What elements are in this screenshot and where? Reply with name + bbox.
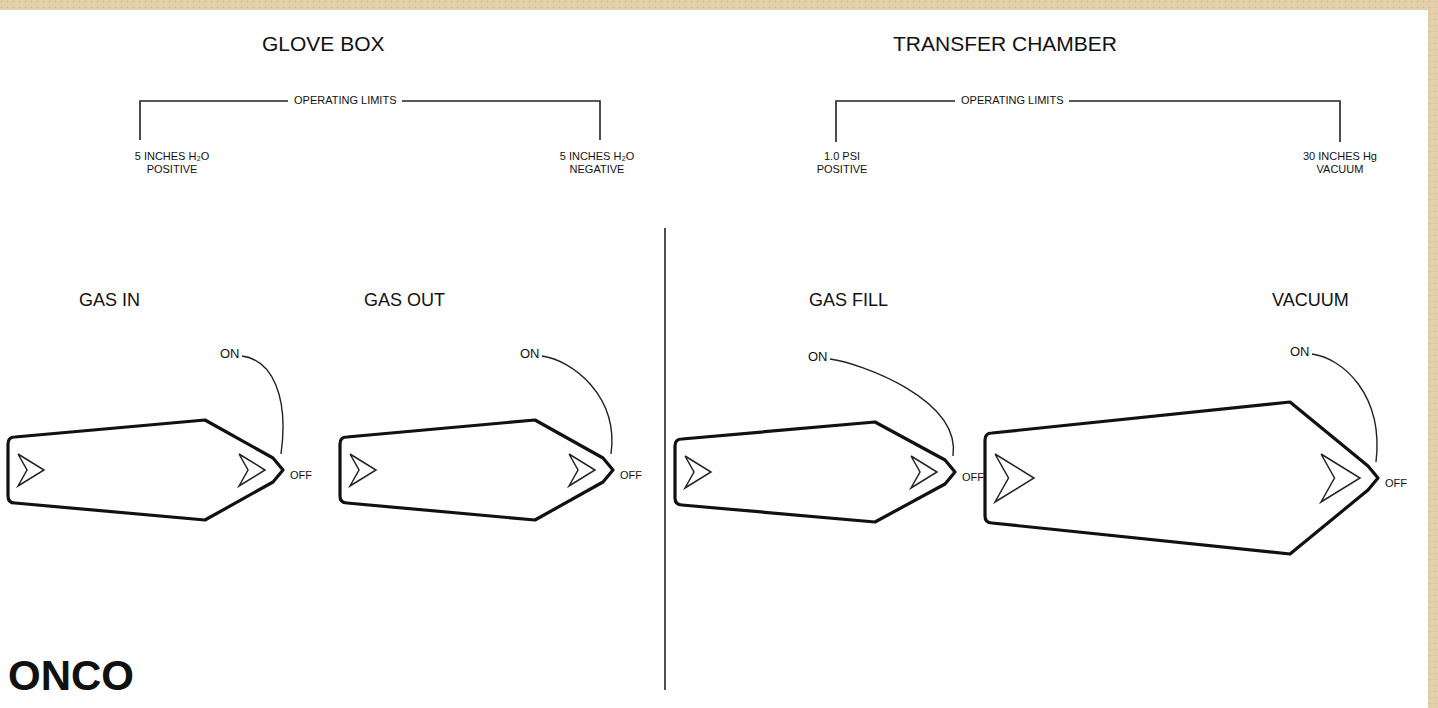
valve-handle xyxy=(675,422,955,522)
valve-handle xyxy=(985,402,1378,554)
section-title: TRANSFER CHAMBER xyxy=(893,32,1117,56)
chevron-mark xyxy=(350,454,376,486)
off-marker: OFF xyxy=(962,471,984,484)
limit-brackets xyxy=(140,101,1340,142)
valve-name: VACUUM xyxy=(1272,290,1349,311)
bracket xyxy=(836,101,1340,142)
bracket-label: OPERATING LIMITS xyxy=(955,94,1069,107)
chevron-mark xyxy=(569,454,595,486)
off-marker: OFF xyxy=(290,469,312,482)
chevron-mark xyxy=(911,456,937,488)
leader-line xyxy=(830,359,953,456)
limit-value: 1.0 PSI POSITIVE xyxy=(811,150,873,175)
bracket-label: OPERATING LIMITS xyxy=(288,94,402,107)
valve-name: GAS IN xyxy=(79,290,140,311)
chevron-mark xyxy=(18,454,44,486)
valve-name: GAS OUT xyxy=(364,290,445,311)
logo-text: ONCO xyxy=(8,652,134,700)
divider-line xyxy=(664,228,666,690)
valve-handle xyxy=(8,420,283,520)
valve-name: GAS FILL xyxy=(809,290,888,311)
on-marker: ON xyxy=(520,347,540,362)
off-marker: OFF xyxy=(620,469,642,482)
limit-value: 5 INCHES H₂O POSITIVE xyxy=(126,150,218,175)
bracket xyxy=(140,101,600,140)
chevron-mark xyxy=(685,456,711,488)
chevron-mark xyxy=(995,454,1034,502)
section-title: GLOVE BOX xyxy=(262,32,385,56)
on-marker: ON xyxy=(1290,345,1310,360)
on-marker: ON xyxy=(808,350,828,365)
leader-line xyxy=(1312,354,1377,462)
chevron-mark xyxy=(1321,454,1360,502)
limit-value: 30 INCHES Hg VACUUM xyxy=(1294,150,1386,175)
off-marker: OFF xyxy=(1385,477,1407,490)
on-marker: ON xyxy=(220,347,240,362)
limit-value: 5 INCHES H₂O NEGATIVE xyxy=(551,150,643,175)
chevron-mark xyxy=(239,454,265,486)
leader-line xyxy=(542,356,612,454)
leader-line xyxy=(242,356,283,454)
valve-handle xyxy=(340,420,613,520)
white-panel xyxy=(0,10,1428,708)
